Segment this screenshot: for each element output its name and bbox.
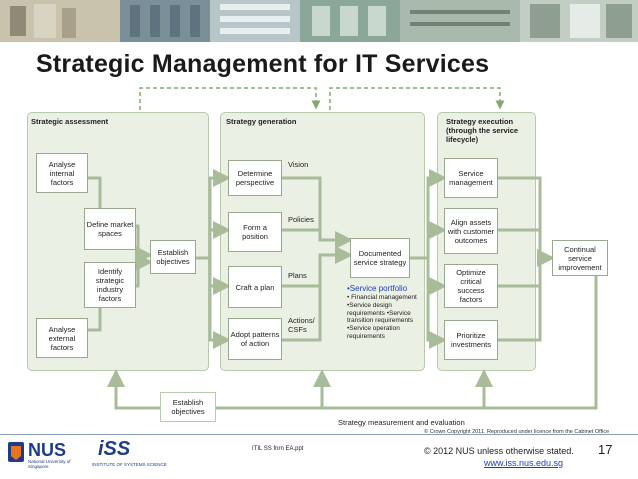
header-banner (0, 0, 638, 42)
footer-divider (0, 434, 638, 435)
crown-copyright: © Crown Copyright 2011. Reproduced under… (424, 429, 610, 435)
align-assets-box: Align assets with customer outcomes (444, 208, 498, 254)
measurement-label: Strategy measurement and evaluation (338, 418, 465, 427)
strategic-assessment-heading: Strategic assessment (31, 117, 109, 126)
service-portfolio-label: •Service portfolio (347, 284, 408, 293)
nus-crest-icon (8, 442, 24, 462)
form-position-box: Form a position (228, 212, 282, 252)
plans-label: Plans (288, 271, 307, 280)
establish-objectives-box: Establish objectives (150, 240, 196, 274)
nus-logo: NUS National University of Singapore (8, 440, 86, 469)
prioritize-investments-box: Prioritize investments (444, 320, 498, 360)
analyse-internal-factors-box: Analyse internal factors (36, 153, 88, 193)
service-management-box: Service management (444, 158, 498, 198)
iss-subtitle: INSTITUTE OF SYSTEMS SCIENCE (92, 462, 167, 467)
banner-photo (0, 0, 638, 42)
bottom-establish-objectives-box: Establish objectives (160, 392, 216, 422)
determine-perspective-box: Determine perspective (228, 160, 282, 196)
iss-logo: iSS INSTITUTE OF SYSTEMS SCIENCE (92, 438, 167, 472)
footer-copyright: © 2012 NUS unless otherwise stated. (424, 446, 574, 456)
nus-wordmark: NUS (28, 440, 67, 460)
adopt-patterns-box: Adopt patterns of action (228, 318, 282, 360)
iss-wordmark: iSS (98, 438, 131, 460)
define-market-spaces-box: Define market spaces (84, 208, 136, 250)
actions-csfs-label: Actions/ CSFs (288, 316, 315, 334)
documented-strategy-box: Documented service strategy (350, 238, 410, 278)
footer-url-link[interactable]: www.iss.nus.edu.sg (484, 458, 564, 468)
nus-subtitle: National University of Singapore (28, 459, 71, 469)
portfolio-items-list: • Financial management •Service design r… (347, 294, 417, 340)
craft-plan-box: Craft a plan (228, 266, 282, 308)
strategy-execution-heading: Strategy execution (through the service … (446, 117, 519, 144)
policies-label: Policies (288, 215, 314, 224)
continual-service-improvement-box: Continual service improvement (552, 240, 608, 276)
page-number: 17 (598, 442, 613, 457)
vision-label: Vision (288, 160, 309, 169)
page-title: Strategic Management for IT Services (36, 50, 490, 78)
optimize-factors-box: Optimize critical success factors (444, 264, 498, 308)
strategy-generation-heading: Strategy generation (226, 117, 297, 126)
footer-filename: ITIL SS fnrn EA.ppt (252, 446, 304, 452)
identify-industry-factors-box: Identify strategic industry factors (84, 262, 136, 308)
analyse-external-factors-box: Analyse external factors (36, 318, 88, 358)
